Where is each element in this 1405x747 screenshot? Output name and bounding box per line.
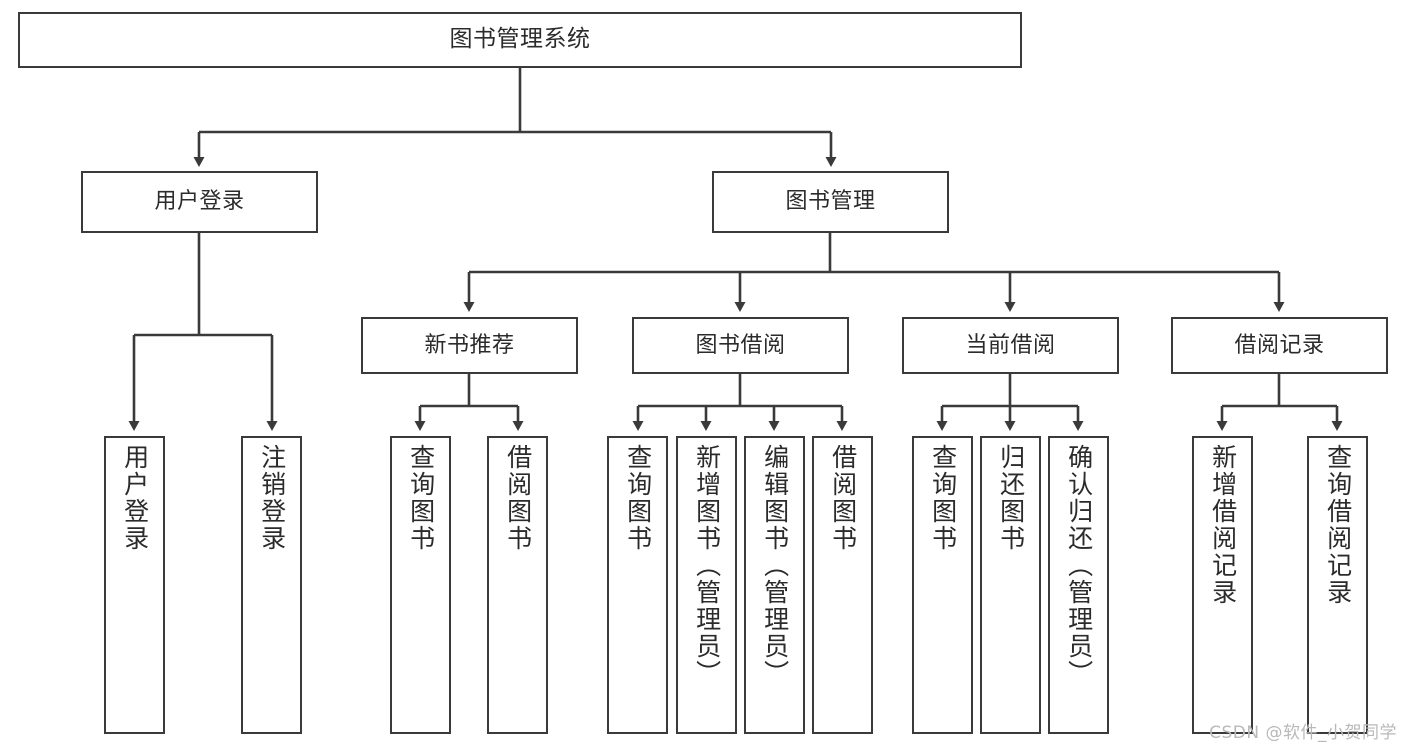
node-root-label: 图书管理系统 [449, 26, 591, 53]
node-root[interactable]: 图书管理系统 [18, 12, 1022, 68]
leaf-user-logout-label: 注销登录 [257, 444, 287, 552]
leaf-return-book-label: 归还图书 [996, 444, 1026, 552]
node-borrow-record-label: 借阅记录 [1234, 332, 1325, 358]
leaf-borrow-book-1[interactable]: 借阅图书 [487, 436, 548, 734]
node-user-login-label: 用户登录 [154, 189, 245, 215]
node-current-borrow[interactable]: 当前借阅 [902, 317, 1119, 374]
leaf-add-book[interactable]: 新增图书（管理员） [676, 436, 737, 734]
leaf-query-record-label: 查询借阅记录 [1323, 444, 1353, 606]
leaf-confirm-return[interactable]: 确认归还（管理员） [1048, 436, 1109, 734]
leaf-query-book-1-label: 查询图书 [406, 444, 436, 552]
node-book-manage-label: 图书管理 [785, 189, 876, 215]
leaf-query-book-2-label: 查询图书 [623, 444, 653, 552]
node-new-book-recommend[interactable]: 新书推荐 [361, 317, 578, 374]
leaf-add-book-label: 新增图书（管理员） [692, 444, 722, 687]
node-current-borrow-label: 当前借阅 [965, 332, 1056, 358]
node-borrow-record[interactable]: 借阅记录 [1171, 317, 1388, 374]
leaf-add-record[interactable]: 新增借阅记录 [1192, 436, 1253, 734]
leaf-query-book-2[interactable]: 查询图书 [607, 436, 668, 734]
leaf-edit-book-label: 编辑图书（管理员） [760, 444, 790, 687]
leaf-user-login-label: 用户登录 [120, 444, 150, 552]
leaf-confirm-return-label: 确认归还（管理员） [1064, 444, 1094, 687]
node-book-borrow-label: 图书借阅 [695, 332, 786, 358]
leaf-add-record-label: 新增借阅记录 [1208, 444, 1238, 606]
watermark: CSDN @软件_小贺同学 [1209, 723, 1397, 743]
leaf-return-book[interactable]: 归还图书 [980, 436, 1041, 734]
leaf-borrow-book-2-label: 借阅图书 [828, 444, 858, 552]
leaf-query-record[interactable]: 查询借阅记录 [1307, 436, 1368, 734]
leaf-borrow-book-2[interactable]: 借阅图书 [812, 436, 873, 734]
leaf-query-book-1[interactable]: 查询图书 [390, 436, 451, 734]
node-new-book-recommend-label: 新书推荐 [424, 332, 515, 358]
leaf-edit-book[interactable]: 编辑图书（管理员） [744, 436, 805, 734]
leaf-user-logout[interactable]: 注销登录 [241, 436, 302, 734]
node-book-manage[interactable]: 图书管理 [712, 171, 949, 233]
leaf-borrow-book-1-label: 借阅图书 [503, 444, 533, 552]
node-book-borrow[interactable]: 图书借阅 [632, 317, 849, 374]
leaf-query-book-3-label: 查询图书 [928, 444, 958, 552]
node-user-login[interactable]: 用户登录 [81, 171, 318, 233]
leaf-user-login[interactable]: 用户登录 [104, 436, 165, 734]
leaf-query-book-3[interactable]: 查询图书 [912, 436, 973, 734]
